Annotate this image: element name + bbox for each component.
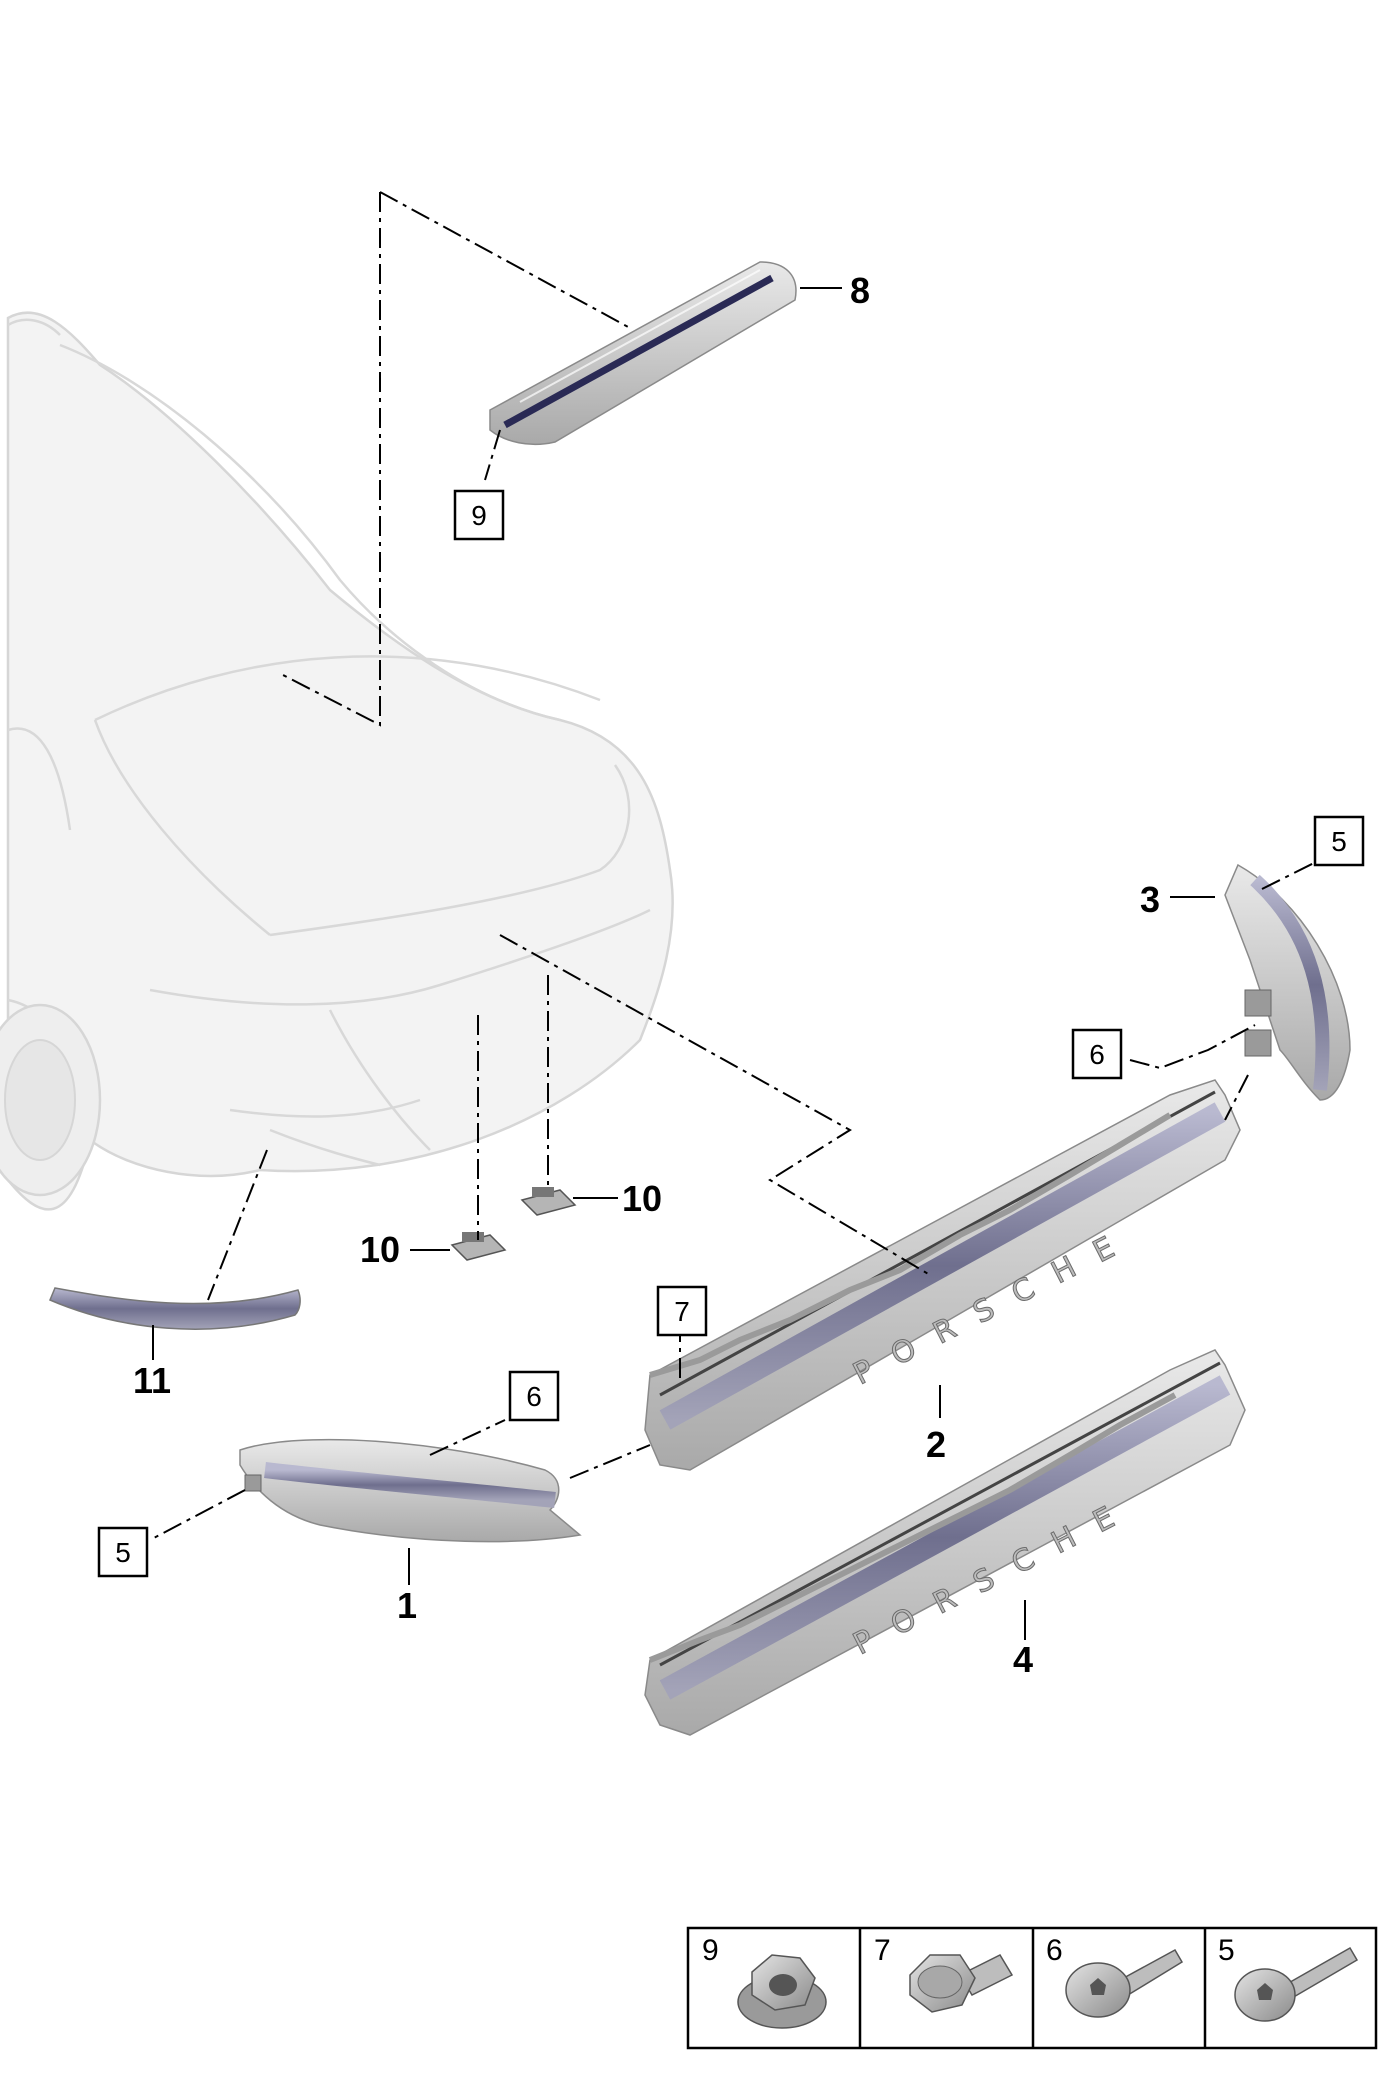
callout-1: 1 (397, 1585, 417, 1626)
svg-text:5: 5 (115, 1537, 131, 1568)
svg-text:6: 6 (1046, 1934, 1063, 1967)
part-10-plate-light-upper (520, 1187, 577, 1216)
ref-box-5-right: 5 (1313, 815, 1365, 867)
flange-nut-icon (737, 1954, 827, 2029)
svg-text:9: 9 (702, 1934, 719, 1967)
svg-text:5: 5 (1218, 1934, 1235, 1967)
svg-text:7: 7 (874, 1934, 891, 1967)
ref-box-5-left: 5 (97, 1526, 149, 1578)
relation-lines (149, 191, 1321, 1541)
part-11-reflector (49, 1287, 301, 1330)
ref-box-6-right: 6 (1071, 1028, 1123, 1080)
svg-text:9: 9 (471, 500, 487, 531)
ref-box-7: 7 (656, 1285, 708, 1337)
torx-screw-icon (1065, 1948, 1184, 2018)
svg-text:6: 6 (526, 1381, 542, 1412)
torx-screw-long-icon (1234, 1946, 1359, 2022)
callout-10-upper: 10 (622, 1178, 662, 1219)
part-8-high-mounted-light (489, 261, 797, 446)
legend-cell-7: 7 (874, 1934, 1014, 2013)
ref-box-9: 9 (453, 489, 505, 541)
svg-text:7: 7 (674, 1296, 690, 1327)
svg-text:5: 5 (1331, 826, 1347, 857)
hardware-legend: 9 7 6 5 (686, 1926, 1378, 2050)
legend-cell-5: 5 (1218, 1934, 1359, 2022)
callout-10-lower: 10 (360, 1229, 400, 1270)
callout-4: 4 (1013, 1639, 1033, 1680)
hex-bolt-icon (909, 1954, 1014, 2013)
callout-8: 8 (850, 270, 870, 311)
ref-box-6-left: 6 (508, 1370, 560, 1422)
leader-lines (152, 287, 1215, 1640)
part-1-left-tail-light (239, 1438, 582, 1543)
car-rear-ghost (0, 311, 674, 1211)
callout-2: 2 (926, 1424, 946, 1465)
part-3-right-tail-light (1224, 863, 1351, 1101)
svg-text:6: 6 (1089, 1039, 1105, 1070)
callout-11: 11 (133, 1360, 171, 1401)
callout-3: 3 (1140, 879, 1160, 920)
legend-cell-6: 6 (1046, 1934, 1184, 2018)
legend-cell-9: 9 (702, 1934, 827, 2029)
